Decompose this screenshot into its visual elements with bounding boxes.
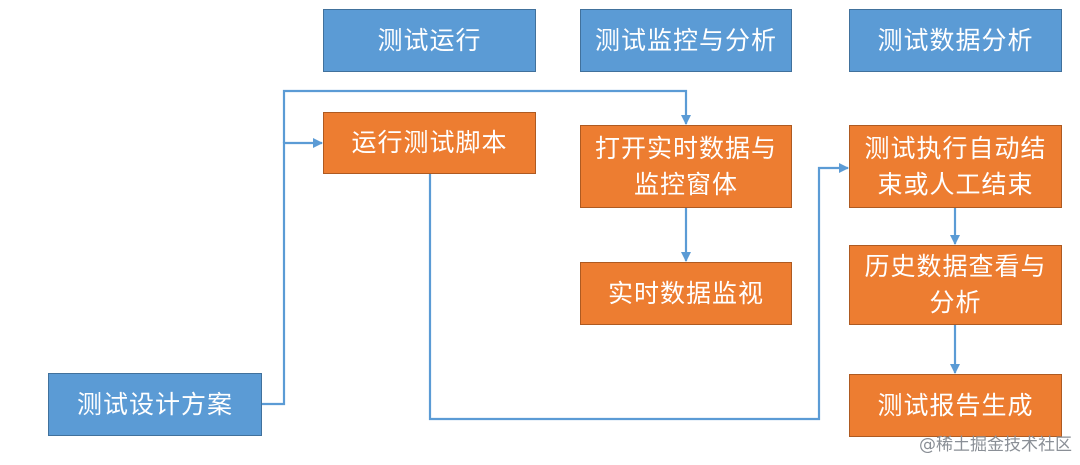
node-run-script: 运行测试脚本 (323, 112, 536, 174)
node-open-monitor: 打开实时数据与监控窗体 (580, 125, 792, 208)
connector-design-to-run-script (262, 138, 323, 406)
node-report: 测试报告生成 (849, 374, 1062, 437)
node-realtime-monitor: 实时数据监视 (580, 262, 792, 325)
header-test-data: 测试数据分析 (849, 9, 1062, 72)
node-end-test: 测试执行自动结束或人工结束 (849, 125, 1062, 208)
node-run-script-label: 运行测试脚本 (351, 128, 508, 157)
node-history: 历史数据查看与分析 (849, 245, 1062, 325)
node-realtime-monitor-label: 实时数据监视 (607, 278, 764, 308)
header-test-monitor: 测试监控与分析 (580, 9, 792, 72)
header-test-monitor-label: 测试监控与分析 (594, 25, 777, 55)
node-end-test-label: 测试执行自动结束或人工结束 (864, 133, 1047, 199)
node-test-design: 测试设计方案 (48, 373, 262, 436)
header-test-data-label: 测试数据分析 (877, 25, 1034, 55)
header-test-run-label: 测试运行 (377, 25, 482, 55)
node-history-label: 历史数据查看与分析 (864, 252, 1047, 317)
node-report-label: 测试报告生成 (877, 390, 1034, 420)
watermark: @稀土掘金技术社区 (919, 435, 1072, 455)
node-open-monitor-label: 打开实时数据与监控窗体 (595, 133, 778, 199)
header-test-run: 测试运行 (323, 9, 536, 72)
connector-run-script-to-end-test (428, 163, 849, 421)
node-test-design-label: 测试设计方案 (76, 389, 233, 419)
connector-design-to-open-monitor (282, 89, 691, 143)
